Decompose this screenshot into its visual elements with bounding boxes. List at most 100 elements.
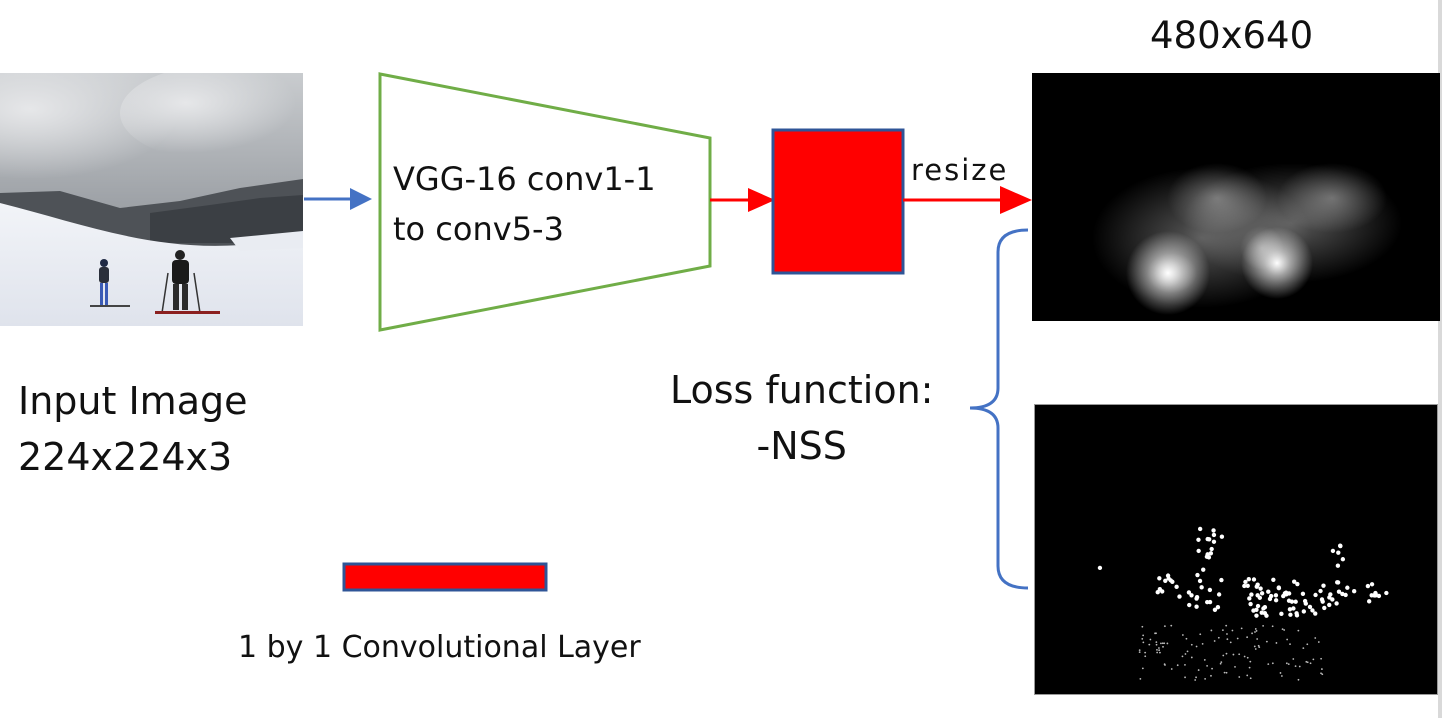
fixation-dot-faint <box>1287 663 1290 666</box>
fixation-dot <box>1271 577 1276 582</box>
fixation-dot-faint <box>1254 628 1257 630</box>
fixation-dot <box>1340 557 1346 562</box>
fixation-dot-faint <box>1186 650 1189 653</box>
fixation-dot-faint <box>1156 651 1159 654</box>
fixation-dot-faint <box>1251 632 1253 635</box>
fixation-dot <box>1318 588 1323 594</box>
fixation-dot-faint <box>1159 651 1161 654</box>
fixation-dot <box>1334 601 1339 606</box>
fixation-dot <box>1319 597 1325 602</box>
fixation-dot <box>1294 613 1300 618</box>
fixation-dot <box>1307 604 1313 610</box>
fixation-dot <box>1212 607 1218 612</box>
fixation-dot <box>1207 599 1213 605</box>
fixation-dot-faint <box>1262 624 1265 627</box>
fixation-dot <box>1174 584 1179 590</box>
fixation-dot <box>1330 597 1335 602</box>
fixation-dot-faint <box>1195 676 1197 679</box>
fixation-dot-faint <box>1267 663 1270 666</box>
fixation-dot-faint <box>1138 651 1141 653</box>
fixation-dot <box>1155 590 1160 595</box>
fixation-dot <box>1249 592 1254 597</box>
output-size-label: 480x640 <box>1150 14 1314 57</box>
fixation-dot-faint <box>1286 638 1289 641</box>
fixation-dot <box>1199 585 1204 590</box>
fixation-dot-faint <box>1249 660 1252 663</box>
fixation-dot-faint <box>1306 643 1309 646</box>
fixation-dot <box>1273 593 1279 598</box>
fixation-dot <box>1313 611 1318 616</box>
fixation-dot-faint <box>1211 667 1213 670</box>
fixation-dot-faint <box>1142 634 1145 637</box>
fixation-dot-faint <box>1320 672 1322 675</box>
fixation-dot <box>1264 613 1269 618</box>
conv-1x1-block <box>771 128 905 275</box>
fixation-dot-faint <box>1176 664 1179 667</box>
fixation-dot <box>1384 590 1389 596</box>
fixation-dot <box>1365 583 1371 589</box>
fixation-dot <box>1286 591 1292 596</box>
fixation-dot <box>1196 548 1201 554</box>
fixation-dot-faint <box>1238 676 1241 678</box>
arrow-encoder-to-conv <box>710 188 775 212</box>
fixation-dot <box>1195 572 1200 578</box>
fixation-dot-faint <box>1220 661 1223 664</box>
fixation-dot-faint <box>1204 678 1207 680</box>
fixation-dot-faint <box>1321 668 1323 670</box>
fixation-dot-faint <box>1297 629 1300 632</box>
fixation-dot <box>1254 613 1259 618</box>
fixation-dot <box>1207 587 1213 593</box>
fixation-dot <box>1201 567 1206 572</box>
fixation-dot-faint <box>1142 641 1145 644</box>
fixation-dot-faint <box>1232 653 1235 656</box>
fixation-dot-faint <box>1317 641 1320 643</box>
fixation-dot-faint <box>1253 645 1256 648</box>
fixation-dot <box>1255 593 1260 598</box>
fixation-dot-faint <box>1258 646 1261 649</box>
fixation-dot-faint <box>1320 657 1323 660</box>
fixation-dot-faint <box>1138 649 1141 651</box>
fixation-dot-faint <box>1139 678 1142 680</box>
fixation-dot <box>1291 606 1296 611</box>
fixation-dot-faint <box>1225 624 1228 627</box>
loss-label-line2: -NSS <box>756 424 847 468</box>
fixation-dot <box>1335 580 1341 585</box>
fixation-dot-faint <box>1236 637 1239 640</box>
fixation-dot <box>1293 599 1298 604</box>
fixation-dot-faint <box>1181 655 1184 658</box>
page-right-border <box>1438 0 1442 718</box>
fixation-dot <box>1255 582 1260 587</box>
vgg-label-line2: to conv5-3 <box>393 210 564 248</box>
fixation-dot-faint <box>1265 640 1268 643</box>
fixation-dot <box>1343 592 1348 598</box>
fixation-dot-faint <box>1181 634 1184 636</box>
fixation-dot-faint <box>1223 671 1226 674</box>
fixation-dot-faint <box>1249 677 1252 680</box>
fixation-dot-faint <box>1184 664 1186 666</box>
fixation-dot-faint <box>1161 642 1164 645</box>
fixation-dot-faint <box>1305 660 1308 663</box>
fixation-dot-faint <box>1309 662 1312 665</box>
fixation-dot <box>1369 582 1375 587</box>
fixation-dot <box>1204 554 1210 559</box>
fixation-dot-faint <box>1285 662 1288 665</box>
fixation-dot <box>1215 605 1221 610</box>
fixation-dot-faint <box>1246 656 1249 659</box>
fixation-dot <box>1157 576 1162 581</box>
fixation-dot-faint <box>1297 678 1300 681</box>
fixation-dot-faint <box>1298 665 1301 668</box>
loss-brace <box>969 228 1029 590</box>
fixation-dot-faint <box>1156 649 1158 651</box>
fixation-dot-faint <box>1275 642 1278 644</box>
fixation-dot-faint <box>1158 649 1161 652</box>
fixation-dot-faint <box>1206 665 1208 667</box>
fixation-dot-faint <box>1225 652 1228 655</box>
fixation-dot <box>1209 546 1214 552</box>
fixation-dot-faint <box>1222 654 1225 657</box>
input-image <box>0 73 303 326</box>
fixation-dot-faint <box>1170 624 1173 627</box>
fixation-map <box>1034 404 1438 695</box>
fixation-dot <box>1287 607 1293 612</box>
fixation-dot <box>1243 579 1248 585</box>
fixation-dot <box>1216 592 1222 597</box>
